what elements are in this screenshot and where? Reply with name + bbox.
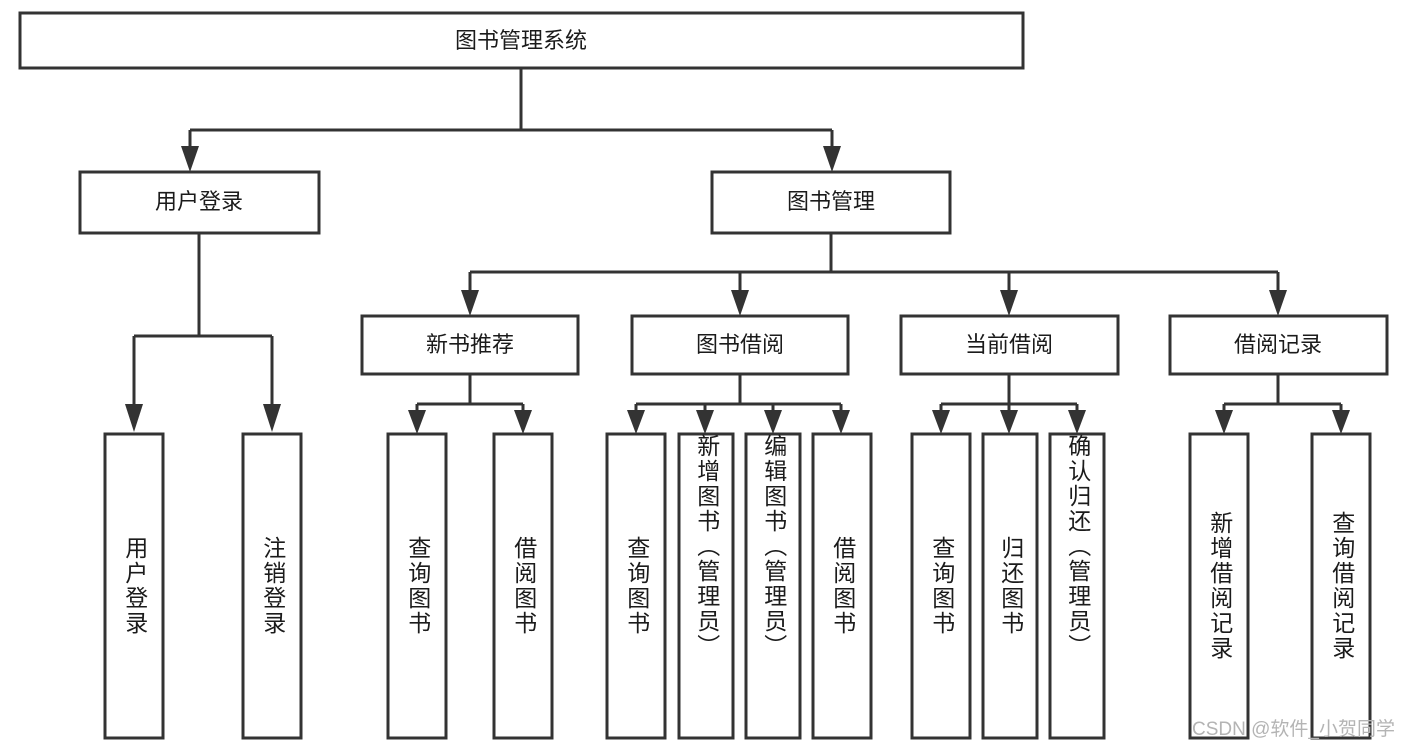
node-user-login[interactable]: 用户登录	[78, 170, 321, 235]
leaf-box-edit-book-admin[interactable]	[744, 432, 802, 740]
connector-new-book-to-leaves	[408, 374, 532, 434]
connector-borrow-records-to-leaves	[1215, 374, 1350, 434]
node-new-book-recommend[interactable]: 新书推荐	[360, 314, 580, 376]
connector-current-borrow-to-leaves	[932, 374, 1086, 434]
leaf-box-query-book-cb[interactable]	[910, 432, 972, 740]
leaf-box-borrow-book-bb[interactable]	[811, 432, 873, 740]
leaf-box-confirm-return-admin[interactable]	[1048, 432, 1106, 740]
watermark-csdn: CSDN @软件_小贺同学	[1192, 719, 1395, 740]
node-book-management-label: 图书管理	[787, 189, 875, 214]
connector-root-to-level2	[181, 68, 841, 172]
leaf-box-add-borrow-record[interactable]	[1188, 432, 1250, 740]
leaf-box-user-login[interactable]	[103, 432, 165, 740]
node-root-book-management-system[interactable]: 图书管理系统	[18, 11, 1025, 70]
leaf-box-add-book-admin[interactable]	[677, 432, 735, 740]
connector-user-login-to-leaves	[125, 233, 281, 432]
node-current-borrow[interactable]: 当前借阅	[899, 314, 1120, 376]
node-user-login-label: 用户登录	[155, 189, 243, 214]
leaf-box-return-book[interactable]	[981, 432, 1039, 740]
leaf-box-query-borrow-record[interactable]	[1310, 432, 1372, 740]
leaf-box-borrow-book-nb[interactable]	[492, 432, 554, 740]
node-borrow-records-label: 借阅记录	[1234, 332, 1322, 357]
connector-book-borrow-to-leaves	[627, 374, 850, 434]
node-book-management[interactable]: 图书管理	[710, 170, 952, 235]
connector-book-mgmt-to-level3	[461, 233, 1287, 316]
node-new-book-recommend-label: 新书推荐	[426, 332, 514, 357]
leaf-box-logout[interactable]	[241, 432, 303, 740]
node-book-borrow-label: 图书借阅	[696, 332, 784, 357]
node-current-borrow-label: 当前借阅	[965, 332, 1053, 357]
node-book-borrow[interactable]: 图书借阅	[630, 314, 850, 376]
leaf-box-query-book-nb[interactable]	[386, 432, 448, 740]
leaf-box-query-book-bb[interactable]	[605, 432, 667, 740]
node-root-label: 图书管理系统	[455, 28, 587, 53]
node-borrow-records[interactable]: 借阅记录	[1168, 314, 1389, 376]
